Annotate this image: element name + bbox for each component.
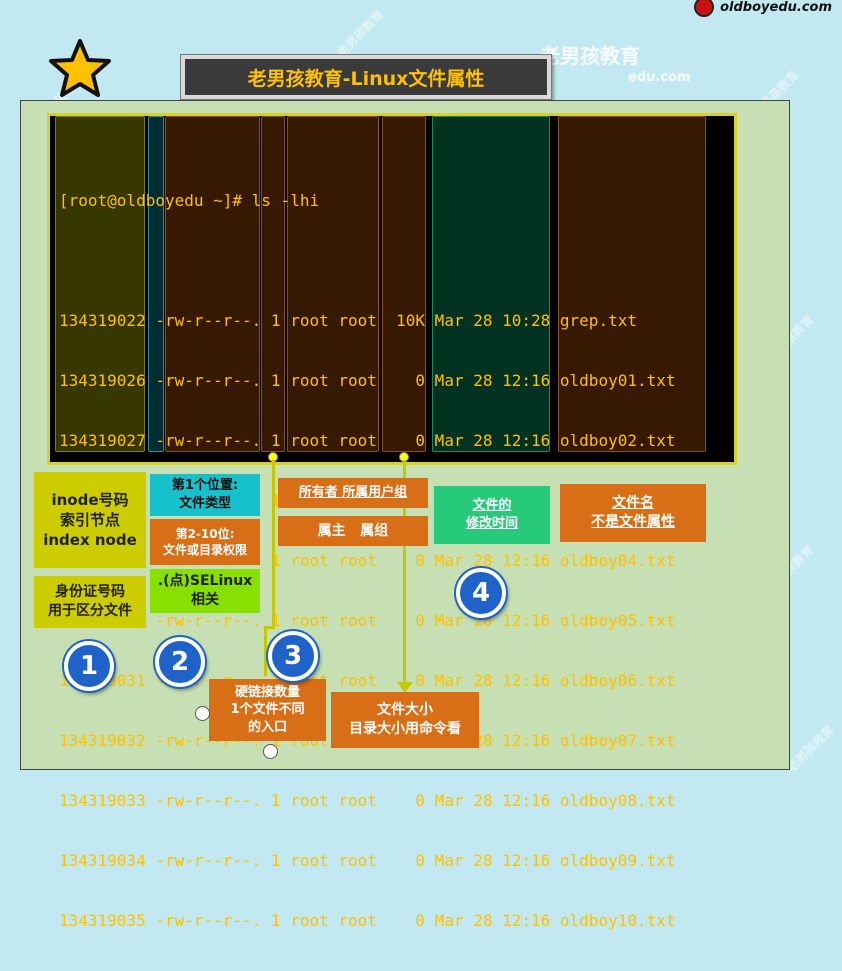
selection-handle — [263, 744, 278, 759]
label-file-size: 文件大小 目录大小用命令看 — [331, 692, 479, 748]
connector-line-links-h — [264, 626, 275, 629]
terminal-prompt: [root@oldboyedu ~]# ls -lhi — [59, 191, 320, 210]
column-highlight-filename — [558, 116, 706, 452]
brand-watermark: 老男孩教育 — [540, 44, 640, 68]
label-permissions: 第2-10位: 文件或目录权限 — [150, 519, 260, 565]
arrow-down-icon — [397, 682, 413, 693]
column-highlight-type — [148, 116, 164, 452]
terminal-line: 134319030 -rw-r--r--. 1 root root 0 Mar … — [59, 611, 676, 630]
label-selinux: .(点)SELinux 相关 — [150, 569, 260, 613]
terminal-line: 134319026 -rw-r--r--. 1 root root 0 Mar … — [59, 371, 676, 390]
column-highlight-mtime — [432, 116, 550, 452]
column-highlight-links — [261, 116, 285, 452]
label-inode: inode号码 索引节点 index node — [34, 472, 146, 568]
connector-line-links — [272, 460, 275, 628]
star-icon — [49, 39, 111, 97]
label-owner-group: 所有者 所属用户组 — [278, 478, 428, 508]
number-badge-1: 1 — [64, 641, 114, 691]
column-highlight-size — [382, 116, 426, 452]
terminal-line: 134319022 -rw-r--r--. 1 root root 10K Ma… — [59, 311, 637, 330]
logo-mark-icon — [694, 0, 715, 17]
label-file-type: 第1个位置: 文件类型 — [150, 474, 260, 516]
selection-handle — [195, 706, 210, 721]
page-title: 老男孩教育-Linux文件属性 — [185, 59, 547, 95]
terminal-line: 134319034 -rw-r--r--. 1 root root 0 Mar … — [59, 851, 676, 870]
connector-line-links-down — [264, 626, 267, 676]
label-link-count: 硬链接数量 1个文件不同 的入口 — [209, 679, 326, 741]
title-bar: 老男孩教育-Linux文件属性 — [180, 54, 552, 100]
column-highlight-owner — [287, 116, 379, 452]
connector-line-size — [403, 460, 406, 686]
column-highlight-inode — [55, 116, 145, 452]
terminal-line: 134319033 -rw-r--r--. 1 root root 0 Mar … — [59, 791, 676, 810]
terminal-window: [root@oldboyedu ~]# ls -lhi 134319022 -r… — [47, 113, 737, 930]
terminal-line: 134319031 -rw-r--r--. 1 root root 0 Mar … — [59, 671, 676, 690]
label-owner-short: 属主 属组 — [278, 516, 428, 546]
logo-text: oldboyedu.com — [720, 0, 832, 15]
label-mtime: 文件的 修改时间 — [434, 486, 550, 544]
brand-logo: oldboyedu.com — [694, 0, 832, 17]
number-badge-4: 4 — [456, 568, 506, 618]
number-badge-2: 2 — [155, 637, 205, 687]
terminal-line: 134319027 -rw-r--r--. 1 root root 0 Mar … — [59, 431, 676, 450]
column-highlight-perm — [165, 116, 260, 452]
brand-watermark-sub: edu.com — [628, 70, 691, 85]
label-id: 身份证号码 用于区分文件 — [34, 576, 146, 628]
terminal-line: 134319035 -rw-r--r--. 1 root root 0 Mar … — [59, 911, 676, 930]
label-filename: 文件名 不是文件属性 — [560, 484, 706, 542]
number-badge-3: 3 — [268, 631, 318, 681]
